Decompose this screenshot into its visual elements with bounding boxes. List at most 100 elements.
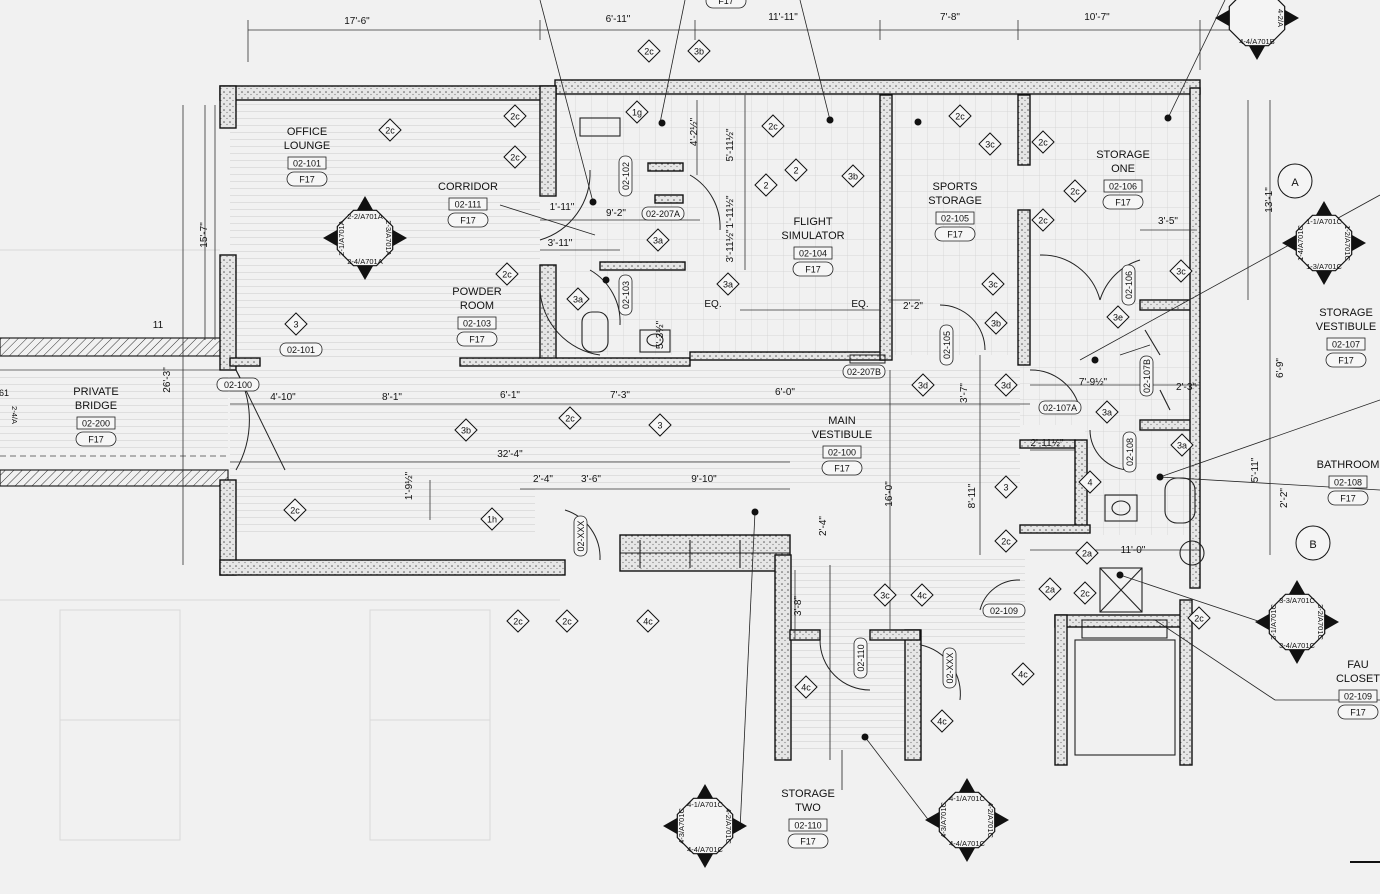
keynote-text: 2c bbox=[502, 270, 512, 280]
room-number: 02-109 bbox=[1344, 692, 1372, 702]
door-number-oval bbox=[1122, 431, 1137, 473]
keynote-text: 2c bbox=[1080, 589, 1090, 599]
reference-dots bbox=[589, 114, 1172, 741]
keynote-diamond bbox=[930, 709, 954, 733]
dimension-label: 9'-10" bbox=[691, 474, 717, 485]
keynote-tag: 2c bbox=[1031, 130, 1055, 154]
section-arrow bbox=[357, 266, 373, 280]
keynote-text: 2c bbox=[290, 506, 300, 516]
keynote-tag: 3a bbox=[716, 272, 740, 296]
keynote-tag: 3 bbox=[284, 312, 308, 336]
keynote-diamond bbox=[994, 373, 1018, 397]
section-ref-bottom: 1-3/A701C bbox=[1306, 262, 1342, 271]
dimension-label: 3'-11" bbox=[548, 238, 573, 249]
door-number-text: 02-107B bbox=[1142, 359, 1152, 393]
keynote-diamond bbox=[1011, 662, 1035, 686]
dimension-text: 10'-7" bbox=[1084, 12, 1110, 23]
keynote-tag: 1h bbox=[480, 507, 504, 531]
section-arrow bbox=[323, 230, 337, 246]
private-bridge bbox=[0, 337, 229, 487]
section-arrow bbox=[1325, 614, 1339, 630]
keynote-text: 2c bbox=[510, 153, 520, 163]
keynote-diamond bbox=[978, 132, 1002, 156]
keynote-text: 3e bbox=[1113, 313, 1123, 323]
section-arrow bbox=[1316, 201, 1332, 215]
keynote-tag: 4c bbox=[910, 583, 934, 607]
dimension-label: 6'-0" bbox=[775, 387, 795, 398]
keynote-diamond bbox=[984, 311, 1008, 335]
dimension-label: 4'-2½" bbox=[689, 117, 700, 146]
section-ref-left: 1-4/A701C bbox=[1296, 224, 1305, 260]
section-ref-left: 4-3/A701C bbox=[677, 807, 686, 843]
door-number: 02-XXX bbox=[942, 647, 957, 689]
section-octagon bbox=[1228, 0, 1286, 47]
keynote-diamond bbox=[378, 118, 402, 142]
dimension-label: 2'-2" bbox=[1279, 488, 1290, 508]
door-number: 02-207B bbox=[842, 364, 886, 379]
room-finish: F17 bbox=[469, 335, 485, 345]
dimension-label: 2'-2" bbox=[903, 301, 923, 312]
keynote-diamond bbox=[1031, 130, 1055, 154]
dimension-label: 7'-9½" bbox=[1079, 377, 1108, 388]
keynote-tag: 2c bbox=[948, 104, 972, 128]
keynote-text: 3c bbox=[880, 591, 890, 601]
dimension-text: EQ. bbox=[704, 299, 721, 310]
section-arrow bbox=[1282, 235, 1296, 251]
dimension-text: 3'-5" bbox=[1158, 216, 1178, 227]
dimension-label: 11'-11" bbox=[768, 12, 798, 23]
door-number-oval bbox=[942, 647, 957, 689]
door-number: 02-100 bbox=[216, 377, 260, 392]
room-number: 02-110 bbox=[794, 821, 821, 831]
background-outlines bbox=[0, 249, 560, 841]
dimension-label: 11 bbox=[153, 320, 164, 331]
dimension-text: 17'-6" bbox=[344, 16, 370, 27]
section-octagon bbox=[938, 791, 996, 849]
keynote-tag: 3c bbox=[978, 132, 1002, 156]
keynote-tag: 2c bbox=[283, 498, 307, 522]
keynote-tag: 2c bbox=[558, 406, 582, 430]
dimension-text: 3'-11" bbox=[548, 238, 573, 249]
keynote-text: 2a bbox=[1082, 549, 1092, 559]
keynote-text: 3c bbox=[985, 140, 995, 150]
room-finish-oval bbox=[456, 331, 498, 347]
dimension-label: 7'-8" bbox=[940, 12, 960, 23]
door-number: 02-101 bbox=[279, 342, 323, 357]
keynote-diamond bbox=[1038, 577, 1062, 601]
partial-finish-oval bbox=[705, 0, 747, 9]
dimension-label: 11'-0" bbox=[1121, 545, 1146, 556]
door-number-text: 02-103 bbox=[621, 281, 631, 309]
walls bbox=[219, 79, 1201, 766]
keynote-tag: 2 bbox=[754, 173, 778, 197]
partial-label-text: 61 bbox=[0, 388, 9, 398]
room-finish: F17 bbox=[947, 230, 963, 240]
keynote-text: 3b bbox=[694, 47, 704, 57]
keynote-diamond bbox=[1075, 541, 1099, 565]
dimension-label: 3'-8" bbox=[793, 596, 804, 616]
dimension-text: 3'-11½" bbox=[725, 229, 736, 263]
dimension-text: 16'-0" bbox=[884, 481, 895, 507]
dimension-label: 3'-6" bbox=[581, 474, 601, 485]
keynote-text: 4 bbox=[1087, 478, 1092, 488]
keynote-tag: 2a bbox=[1075, 541, 1099, 565]
dimension-label: 6'-9" bbox=[1275, 358, 1286, 378]
room-finish: F17 bbox=[1340, 494, 1356, 504]
room-finish-oval bbox=[1325, 352, 1367, 368]
section-arrow bbox=[1255, 614, 1269, 630]
keynote-diamond bbox=[910, 583, 934, 607]
grid-bubble-text: A bbox=[1291, 177, 1299, 189]
section-arrow bbox=[1316, 271, 1332, 285]
room-number-box bbox=[1326, 337, 1366, 351]
door-number-text: 02-100 bbox=[224, 380, 252, 390]
section-octagon bbox=[336, 209, 394, 267]
door-number-text: 02-207A bbox=[646, 209, 680, 219]
keynote-text: 4c bbox=[1018, 670, 1028, 680]
dimension-label: 1'-9½" bbox=[404, 471, 415, 500]
